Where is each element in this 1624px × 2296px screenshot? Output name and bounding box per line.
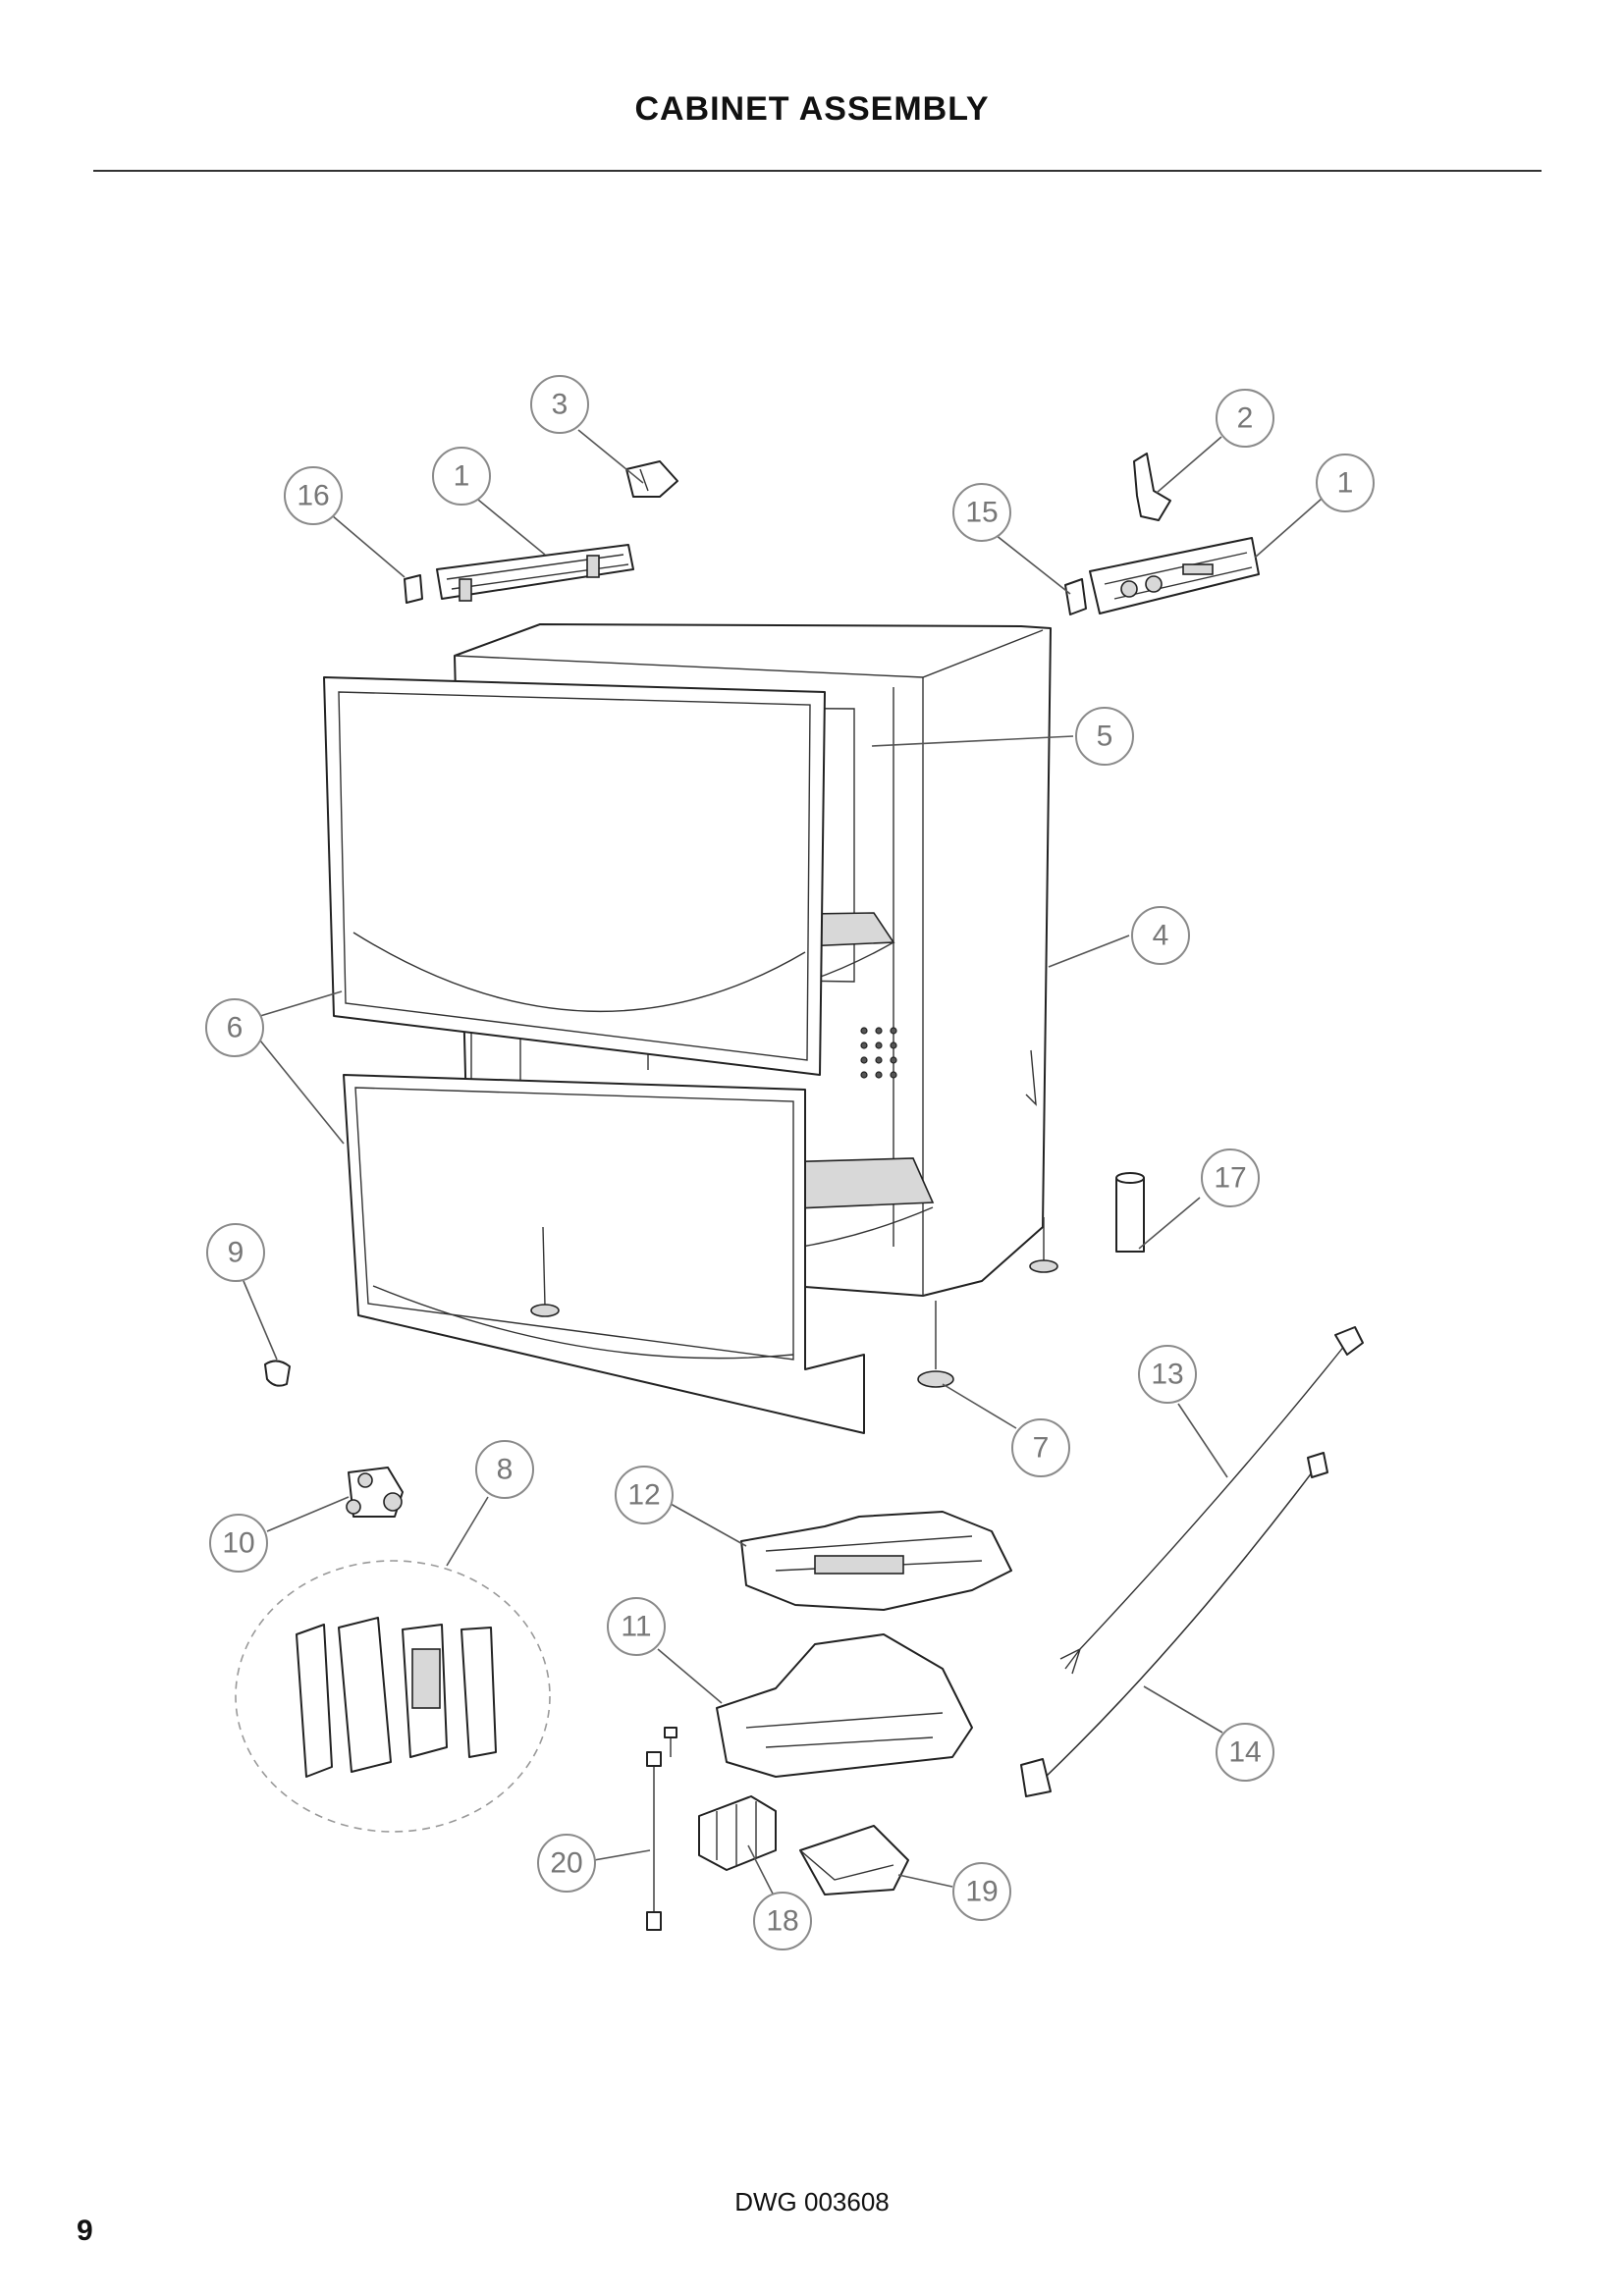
leveling-feet bbox=[530, 1217, 1058, 1388]
callout-3: 3 bbox=[530, 375, 589, 434]
callout-2: 2 bbox=[1216, 389, 1274, 448]
callout-8: 8 bbox=[475, 1440, 534, 1499]
terminal-block-part bbox=[698, 1795, 777, 1871]
left-end-cap-part bbox=[404, 574, 423, 604]
callout-15: 15 bbox=[952, 483, 1011, 542]
right-rail-part bbox=[1089, 537, 1260, 614]
svg-text:19: 19 bbox=[965, 1876, 998, 1908]
svg-text:5: 5 bbox=[1097, 721, 1113, 753]
svg-text:11: 11 bbox=[621, 1611, 651, 1643]
clip-part bbox=[264, 1360, 291, 1387]
hose-part bbox=[1020, 1452, 1328, 1797]
right-end-cap-part bbox=[1064, 578, 1087, 615]
callout-1-left: 1 bbox=[432, 447, 491, 506]
page-title: CABINET ASSEMBLY bbox=[634, 90, 990, 128]
power-cord-part bbox=[1059, 1326, 1364, 1675]
callout-11: 11 bbox=[607, 1597, 666, 1656]
lower-base-tray-part bbox=[716, 1633, 973, 1778]
callout-18: 18 bbox=[753, 1892, 812, 1950]
svg-text:1: 1 bbox=[1337, 467, 1354, 500]
svg-text:13: 13 bbox=[1151, 1359, 1183, 1391]
electronics-module-group bbox=[235, 1560, 551, 1833]
callout-13: 13 bbox=[1138, 1345, 1197, 1404]
svg-text:2: 2 bbox=[1237, 402, 1254, 435]
upper-drawer-frame bbox=[323, 676, 826, 1076]
callout-14: 14 bbox=[1216, 1723, 1274, 1782]
svg-text:9: 9 bbox=[228, 1237, 244, 1269]
callout-10: 10 bbox=[209, 1514, 268, 1573]
title-rule bbox=[93, 170, 1542, 172]
callout-6: 6 bbox=[205, 998, 264, 1057]
svg-text:3: 3 bbox=[552, 389, 568, 421]
callout-12: 12 bbox=[615, 1466, 674, 1524]
svg-text:4: 4 bbox=[1153, 920, 1169, 952]
callout-16: 16 bbox=[284, 466, 343, 525]
callout-9: 9 bbox=[206, 1223, 265, 1282]
svg-text:16: 16 bbox=[297, 480, 329, 512]
control-box-part bbox=[799, 1825, 909, 1896]
svg-text:1: 1 bbox=[454, 460, 470, 493]
svg-text:15: 15 bbox=[965, 497, 998, 529]
callout-1-right: 1 bbox=[1316, 454, 1375, 512]
page-number: 9 bbox=[77, 2215, 93, 2247]
svg-text:17: 17 bbox=[1214, 1162, 1246, 1195]
svg-text:6: 6 bbox=[227, 1012, 244, 1044]
drawing-number: DWG 003608 bbox=[734, 2187, 890, 2216]
cylinder-part bbox=[1115, 1172, 1145, 1253]
leader-lines bbox=[243, 429, 1323, 1900]
hinge-clip-part bbox=[1133, 453, 1171, 521]
callout-17: 17 bbox=[1201, 1148, 1260, 1207]
valve-part bbox=[346, 1467, 404, 1518]
vent-grid bbox=[860, 1027, 897, 1079]
cable-part bbox=[646, 1727, 677, 1931]
callout-5: 5 bbox=[1075, 707, 1134, 766]
svg-text:18: 18 bbox=[766, 1905, 798, 1938]
svg-text:12: 12 bbox=[627, 1479, 660, 1512]
svg-text:8: 8 bbox=[497, 1454, 514, 1486]
svg-text:14: 14 bbox=[1228, 1736, 1261, 1769]
svg-text:7: 7 bbox=[1033, 1432, 1050, 1465]
callout-19: 19 bbox=[952, 1862, 1011, 1921]
left-rail-part bbox=[436, 544, 634, 602]
svg-text:10: 10 bbox=[222, 1527, 254, 1560]
callout-4: 4 bbox=[1131, 906, 1190, 965]
callout-7: 7 bbox=[1011, 1418, 1070, 1477]
top-bracket-part bbox=[625, 460, 678, 498]
callout-20: 20 bbox=[537, 1834, 596, 1893]
upper-base-tray-part bbox=[740, 1511, 1012, 1611]
svg-text:20: 20 bbox=[550, 1847, 582, 1880]
lower-drawer-frame bbox=[343, 1074, 865, 1434]
